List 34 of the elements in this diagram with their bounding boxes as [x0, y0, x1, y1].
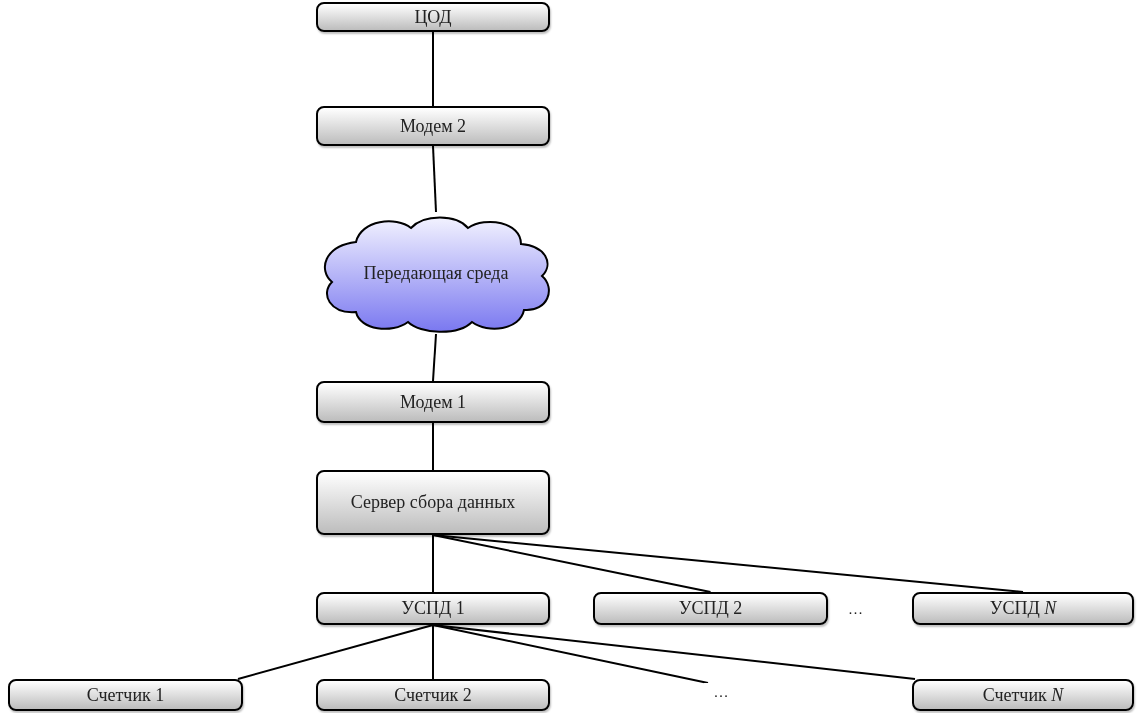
connector-line: [432, 31, 434, 107]
connector-line: [432, 624, 709, 684]
connector-line: [432, 333, 437, 382]
node-text: Счетчик 2: [394, 683, 472, 707]
rounded-box: [316, 679, 550, 711]
rounded-box: [316, 381, 550, 423]
node-text: УСПД 2: [678, 597, 743, 620]
connector-line: [432, 624, 434, 680]
connector-line: [237, 624, 434, 680]
connector-line: [432, 422, 434, 471]
rounded-box: [316, 106, 550, 146]
connector-line: [432, 534, 1024, 593]
node-text: УСПД 1: [401, 597, 465, 620]
connector-line: [432, 534, 434, 593]
rounded-box: [316, 470, 550, 535]
connector-line: [432, 534, 712, 593]
node-text: Модем 2: [399, 114, 467, 138]
node-text: …: [713, 683, 729, 702]
rounded-box: [316, 592, 550, 625]
rounded-box: [593, 592, 828, 625]
node-text: Модем 1: [399, 390, 467, 414]
rounded-box: [316, 2, 550, 32]
connector-line: [432, 624, 916, 680]
ellipsis-label: …: [848, 600, 863, 619]
node-text: УСПД N: [989, 597, 1057, 620]
node-text: Счетчик N: [982, 683, 1064, 707]
node-text: Сервер сбора данных: [350, 491, 516, 514]
connector-line: [432, 145, 437, 213]
rounded-box: [8, 679, 243, 711]
node-text: ЦОД: [414, 5, 452, 29]
node-text: Счетчик 1: [86, 683, 165, 707]
rounded-box: [912, 592, 1134, 625]
node-text: Передающая среда: [363, 261, 509, 285]
rounded-box: [912, 679, 1134, 711]
